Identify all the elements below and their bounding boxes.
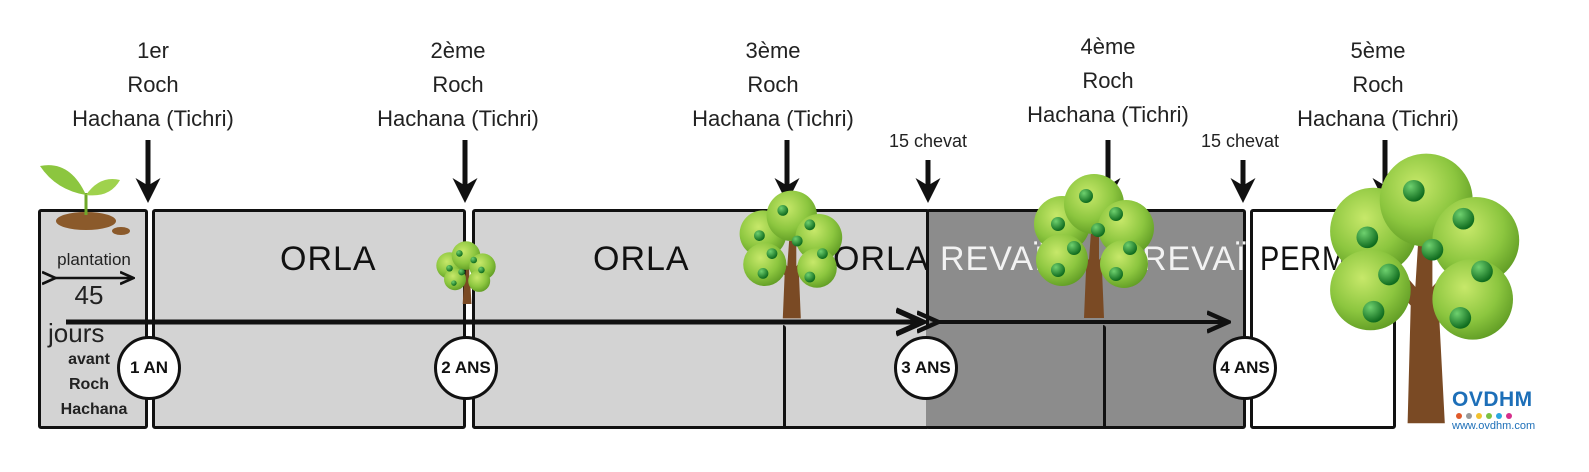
plantation-line1: avant [68,351,110,368]
year-badge-1: 1 AN [117,336,181,400]
tree-icon [1330,153,1520,424]
header-line: Roch [432,72,484,97]
header-line: 1er [137,38,169,63]
logo-dot [1456,413,1462,419]
header-roch-hachana-3: 3ème Roch Hachana (Tichri) [668,34,878,136]
year-badge-3: 3 ANS [894,336,958,400]
logo-url: www.ovdhm.com [1452,420,1536,432]
year-badge-2: 2 ANS [434,336,498,400]
logo-text: OVDHM [1452,388,1533,411]
orla-block-1 [152,209,466,429]
header-line: Hachana (Tichri) [1297,106,1459,131]
logo-dots [1456,413,1562,419]
period-label-orla-3: ORLA [833,240,930,278]
ovdhm-logo: OVDHM www.ovdhm.com [1452,388,1562,438]
header-line: Roch [1352,72,1404,97]
header-line: 5ème [1350,38,1406,63]
header-roch-hachana-5: 5ème Roch Hachana (Tichri) [1273,34,1483,136]
header-line: Hachana (Tichri) [72,106,234,131]
tree-icon [739,190,843,319]
plantation-line3: Hachana [60,401,128,418]
period-label-orla-1: ORLA [280,240,377,278]
seedling-icon [40,165,130,235]
year-badge-4: 4 ANS [1213,336,1277,400]
chevat-label-2: 15 chevat [1200,131,1280,151]
tree-icon [436,241,496,304]
header-roch-hachana-4: 4ème Roch Hachana (Tichri) [1003,30,1213,132]
logo-dot [1496,413,1502,419]
header-line: 4ème [1080,34,1136,59]
plantation-title: plantation [57,250,131,269]
period-label-revai-1: REVAÏ [940,240,1045,278]
header-line: Hachana (Tichri) [377,106,539,131]
header-roch-hachana-2: 2ème Roch Hachana (Tichri) [353,34,563,136]
header-line: Hachana (Tichri) [1027,102,1189,127]
period-label-orla-2: ORLA [593,240,690,278]
logo-dot [1476,413,1482,419]
logo-dot [1466,413,1472,419]
header-line: Roch [127,72,179,97]
period-label-revai-2: REVAÏ [1142,240,1247,278]
header-roch-hachana-1: 1er Roch Hachana (Tichri) [48,34,258,136]
plantation-line2: Roch [69,376,109,393]
logo-dot [1506,413,1512,419]
header-line: Roch [747,72,799,97]
header-line: 3ème [745,38,801,63]
header-line: 2ème [430,38,486,63]
header-line: Hachana (Tichri) [692,106,854,131]
header-line: Roch [1082,68,1134,93]
logo-dot [1486,413,1492,419]
chevat-label-1: 15 chevat [888,131,968,151]
tree-icon [1034,174,1154,318]
plantation-block [38,209,148,429]
orla-block-2-step [472,325,786,429]
